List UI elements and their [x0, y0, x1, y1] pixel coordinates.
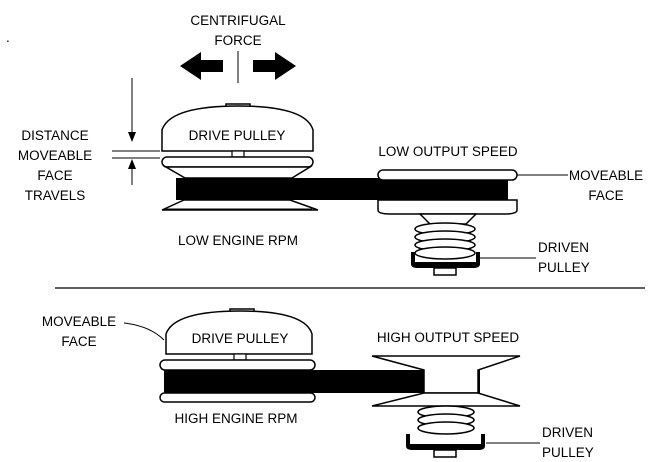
distance-indicator — [112, 78, 160, 185]
driven-pulley-label-line1-top: DRIVEN — [538, 240, 589, 255]
distance-label-line2: MOVEABLE — [18, 148, 92, 163]
drive-pulley-label-top: DRIVE PULLEY — [189, 128, 286, 143]
centrifugal-force-label-line1: CENTRIFUGAL — [190, 13, 286, 28]
centrifugal-force-label-line2: FORCE — [214, 33, 261, 48]
force-arrow-right-icon — [253, 52, 296, 80]
distance-label-line3: FACE — [37, 168, 72, 183]
distance-label-line1: DISTANCE — [21, 128, 88, 143]
moveable-face-leader-bottom — [123, 322, 165, 341]
high-engine-rpm-label: HIGH ENGINE RPM — [174, 411, 297, 426]
stray-mark: . — [6, 30, 10, 45]
drive-pulley-top — [161, 103, 319, 211]
drive-belt-bottom — [164, 370, 478, 393]
drive-pulley-bottom — [159, 308, 316, 403]
moveable-face-label-line2-top: FACE — [588, 188, 623, 203]
driven-pulley-label-line1-bottom: DRIVEN — [542, 425, 593, 440]
driven-pulley-label-line2-bottom: PULLEY — [542, 445, 594, 460]
moveable-face-label-line2-bottom: FACE — [61, 334, 96, 349]
driven-pulley-label-line2-top: PULLEY — [538, 260, 590, 275]
driven-pulley-bottom — [371, 355, 521, 458]
drive-pulley-label-bottom: DRIVE PULLEY — [192, 331, 289, 346]
high-output-speed-label: HIGH OUTPUT SPEED — [377, 330, 520, 345]
low-output-speed-label: LOW OUTPUT SPEED — [378, 144, 518, 159]
force-arrow-left-icon — [180, 52, 223, 80]
moveable-face-label-line1-top: MOVEABLE — [569, 168, 643, 183]
driven-pulley-top — [377, 169, 518, 276]
distance-label-line4: TRAVELS — [25, 188, 86, 203]
drive-belt-top — [176, 178, 508, 200]
moveable-face-label-line1-bottom: MOVEABLE — [42, 314, 116, 329]
low-engine-rpm-label: LOW ENGINE RPM — [178, 233, 298, 248]
